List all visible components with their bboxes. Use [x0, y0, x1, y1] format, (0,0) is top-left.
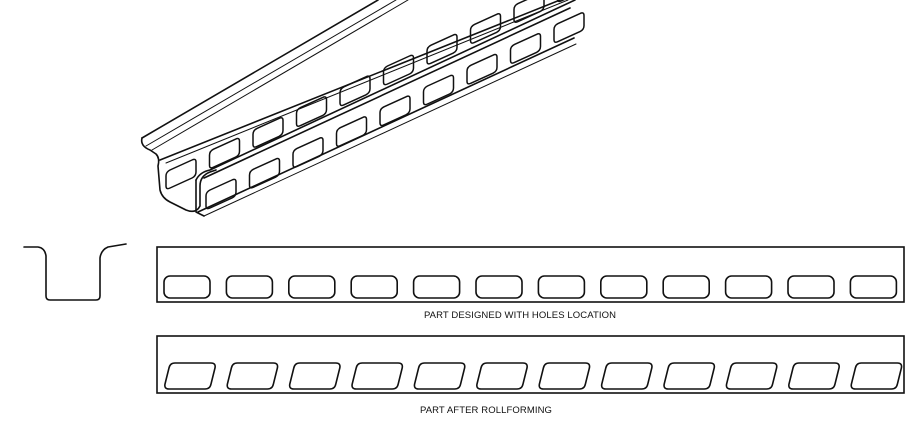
front-flange-hole — [335, 116, 368, 148]
designed-hole — [350, 275, 399, 299]
back-wall-hole — [208, 137, 241, 169]
rollformed-hole — [663, 362, 716, 390]
rollformed-hole — [600, 362, 653, 390]
designed-hole-row — [163, 275, 898, 299]
channel-top-lip-edge — [151, 0, 409, 151]
designed-hole — [412, 275, 461, 299]
rollformed-hole — [725, 362, 778, 390]
back-wall-hole — [556, 0, 566, 3]
designed-caption: PART DESIGNED WITH HOLES LOCATION — [424, 310, 616, 321]
rollformed-hole — [351, 362, 404, 390]
rollformed-hole — [226, 362, 279, 390]
designed-hole — [724, 275, 773, 299]
back-wall-hole — [339, 75, 371, 107]
rollformed-strip-outline — [156, 335, 905, 394]
back-wall-holes — [165, 0, 566, 190]
rollformed-hole — [288, 362, 341, 390]
back-wall-hole — [426, 33, 458, 65]
channel-front-flange-bottom-2 — [203, 43, 577, 217]
cross-section-outer — [23, 243, 127, 301]
designed-hole — [849, 275, 898, 299]
back-wall-hole — [382, 54, 415, 86]
front-flange-hole — [553, 12, 585, 44]
designed-hole — [475, 275, 523, 299]
channel-front-flange-end — [195, 179, 205, 217]
front-flange-hole — [379, 95, 411, 127]
designed-hole — [537, 275, 586, 299]
back-wall-hole — [295, 96, 328, 128]
channel-web-inner — [203, 7, 571, 179]
front-flange-hole — [422, 74, 455, 106]
back-wall-hole — [469, 12, 502, 44]
designed-hole — [599, 275, 648, 299]
channel-front-flange-top — [195, 0, 576, 181]
designed-strip — [156, 246, 905, 303]
channel-top-lip-inner — [145, 0, 397, 147]
designed-hole — [787, 275, 835, 299]
front-flange-hole — [205, 178, 237, 210]
rollformed-strip — [156, 335, 905, 394]
rollformed-hole — [476, 362, 528, 390]
front-flange-hole — [292, 136, 324, 168]
front-flange-hole — [509, 32, 542, 64]
rollformed-hole-row — [164, 362, 903, 390]
rollformed-hole — [788, 362, 840, 390]
back-wall-hole — [513, 0, 545, 24]
designed-hole — [225, 275, 274, 299]
designed-hole — [662, 275, 711, 299]
front-flange-holes — [205, 12, 585, 210]
designed-strip-outline — [156, 246, 905, 303]
back-wall-hole — [165, 158, 197, 190]
front-flange-hole — [248, 157, 281, 189]
isometric-channel-part — [140, 0, 585, 217]
u-channel-cross-section — [23, 243, 127, 301]
back-wall-hole — [252, 116, 284, 148]
channel-top-lip — [141, 0, 379, 139]
designed-hole — [287, 275, 336, 299]
designed-hole — [163, 275, 211, 299]
rollformed-hole — [538, 362, 591, 390]
front-flange-hole — [466, 53, 498, 85]
rollformed-caption: PART AFTER ROLLFORMING — [420, 405, 552, 416]
channel-front-flange-bottom — [197, 37, 575, 213]
rollformed-hole — [850, 362, 903, 390]
channel-end-profile — [140, 137, 217, 213]
rollformed-hole — [164, 362, 216, 390]
rollformed-hole — [413, 362, 466, 390]
